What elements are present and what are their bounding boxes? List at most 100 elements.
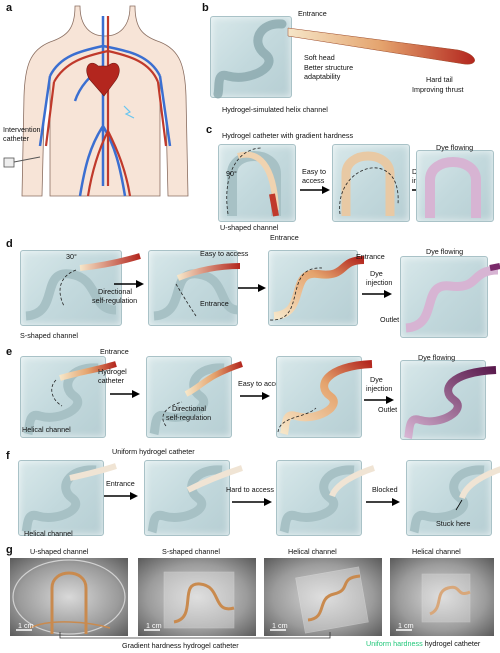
e-arrow-3	[364, 396, 394, 404]
gradient-catheter-b	[287, 27, 475, 65]
e-entrance-label: Entrance	[100, 347, 129, 356]
g-title-1: U-shaped channel	[30, 547, 89, 556]
g-title-2: S-shaped channel	[162, 547, 220, 556]
intervention-label-2: catheter	[3, 134, 29, 143]
c-u-channel-1	[226, 147, 281, 217]
e-outlet-label: Outlet	[378, 405, 398, 414]
g-photo-2-catheter	[144, 571, 235, 631]
f-arrow-1	[104, 492, 138, 500]
g-uniform-rest: hydrogel catheter	[424, 639, 481, 648]
e-helix-3	[277, 360, 373, 435]
b-adapt2-label: adaptability	[304, 72, 341, 81]
c-angle-label: 90°	[226, 169, 237, 178]
f-helix-4	[409, 465, 500, 534]
d-s-channel-dyed	[405, 263, 500, 333]
d-easy-label: Easy to access	[200, 249, 249, 258]
g-scale-4: 1 cm	[398, 621, 414, 630]
e-directional-label: Directional	[172, 404, 206, 413]
d-s-channel-2	[153, 263, 241, 321]
intervention-label-1: Intervention	[3, 125, 41, 134]
panel-a-letter: a	[6, 2, 13, 14]
e-injection-label: injection	[366, 384, 393, 393]
f-helix-1	[21, 463, 117, 534]
d-directional-label: Directional	[98, 287, 132, 296]
d-s-channel-3	[269, 256, 365, 321]
f-blocked-label: Blocked	[372, 485, 398, 494]
g-photo-3-catheter	[270, 566, 369, 634]
b-soft-head-label: Soft head	[304, 53, 335, 62]
panel-c-letter: c	[206, 124, 213, 136]
e-helix-1	[23, 361, 117, 436]
e-dye-flowing-label: Dye flowing	[418, 353, 456, 362]
f-title: Uniform hydrogel catheter	[112, 447, 195, 456]
f-helix-3	[279, 465, 375, 534]
g-title-3: Helical channel	[288, 547, 337, 556]
f-hard-label: Hard to access	[226, 485, 274, 494]
b-thrust-label: Improving thrust	[412, 85, 464, 94]
d-entrance-2-label: Entrance	[356, 252, 385, 261]
f-arrow-2	[232, 498, 272, 506]
e-channel-label: Helical channel	[22, 425, 71, 434]
c-u-channel-dyed	[425, 157, 481, 218]
d-channel-label: S-shaped channel	[20, 331, 78, 340]
d-dye-flowing-label: Dye flowing	[426, 247, 464, 256]
g-scale-1: 1 cm	[18, 621, 34, 630]
d-arrow-3	[362, 290, 392, 298]
c-title: Hydrogel catheter with gradient hardness	[222, 131, 354, 140]
d-dye-label: Dye	[370, 269, 383, 278]
hydrogel-helix-cube	[210, 16, 292, 98]
d-injection-label: injection	[366, 278, 393, 287]
panel-b-letter: b	[202, 2, 209, 14]
b-entrance-label: Entrance	[298, 9, 327, 18]
c-u-channel-2	[339, 151, 399, 216]
c-arrow-1	[300, 186, 330, 194]
e-helix-2	[149, 361, 243, 436]
g-photo-4: 1 cm	[390, 558, 494, 636]
e-self-reg-label: self-regulation	[166, 413, 212, 422]
d-outlet-label: Outlet	[380, 315, 400, 324]
e-dye-label: Dye	[370, 375, 383, 384]
b-adapt-label: Better structure	[304, 63, 354, 72]
d-angle-label: 30°	[66, 252, 77, 261]
f-entrance-label: Entrance	[106, 479, 135, 488]
g-gradient-caption: Gradient hardness hydrogel catheter	[122, 641, 239, 650]
panel-d-letter: d	[6, 238, 13, 250]
c-entrance-label: Entrance	[270, 233, 299, 242]
c-access-label: access	[302, 176, 325, 185]
intervention-catheter-icon	[3, 156, 41, 168]
f-stuck-label: Stuck here	[436, 519, 471, 528]
d-arrow-1	[114, 280, 144, 288]
e-easy-label: Easy to access	[238, 379, 287, 388]
g-photo-1-catheter	[12, 559, 126, 635]
g-photo-1: 1 cm	[10, 558, 128, 636]
g-photo-2: 1 cm	[138, 558, 256, 636]
e-arrow-1	[110, 390, 140, 398]
f-channel-label: Helical channel	[24, 529, 73, 538]
panel-g-letter: g	[6, 544, 13, 556]
d-s-channel-1	[25, 253, 141, 321]
c-dye-flowing-label: Dye flowing	[436, 143, 474, 152]
d-arrow-2	[238, 284, 266, 292]
e-arrow-2	[240, 392, 270, 400]
c-channel-label: U-shaped channel	[220, 223, 279, 232]
b-hard-tail-label: Hard tail	[426, 75, 453, 84]
e-helix-dyed	[404, 366, 497, 439]
f-helix-2	[147, 465, 243, 534]
panel-f-letter: f	[6, 450, 10, 462]
g-uniform-caption: Uniform hardness hydrogel catheter	[366, 640, 480, 648]
e-hydrogel-label: Hydrogel	[98, 367, 127, 376]
g-photo-4-catheter	[396, 573, 471, 631]
d-self-reg-label: self-regulation	[92, 296, 138, 305]
e-catheter-label: catheter	[98, 376, 124, 385]
g-title-4: Helical channel	[412, 547, 461, 556]
e-cube-3	[276, 356, 362, 438]
b-caption: Hydrogel-simulated helix channel	[222, 105, 328, 114]
g-scale-2: 1 cm	[146, 621, 162, 630]
g-photo-3: 1 cm	[264, 558, 382, 636]
helix-channel	[213, 19, 287, 99]
d-entrance-1-label: Entrance	[200, 299, 229, 308]
c-easy-label: Easy to	[302, 167, 326, 176]
panel-e-letter: e	[6, 346, 13, 358]
g-scale-3: 1 cm	[272, 621, 288, 630]
g-uniform-hardness: Uniform hardness	[366, 639, 423, 648]
